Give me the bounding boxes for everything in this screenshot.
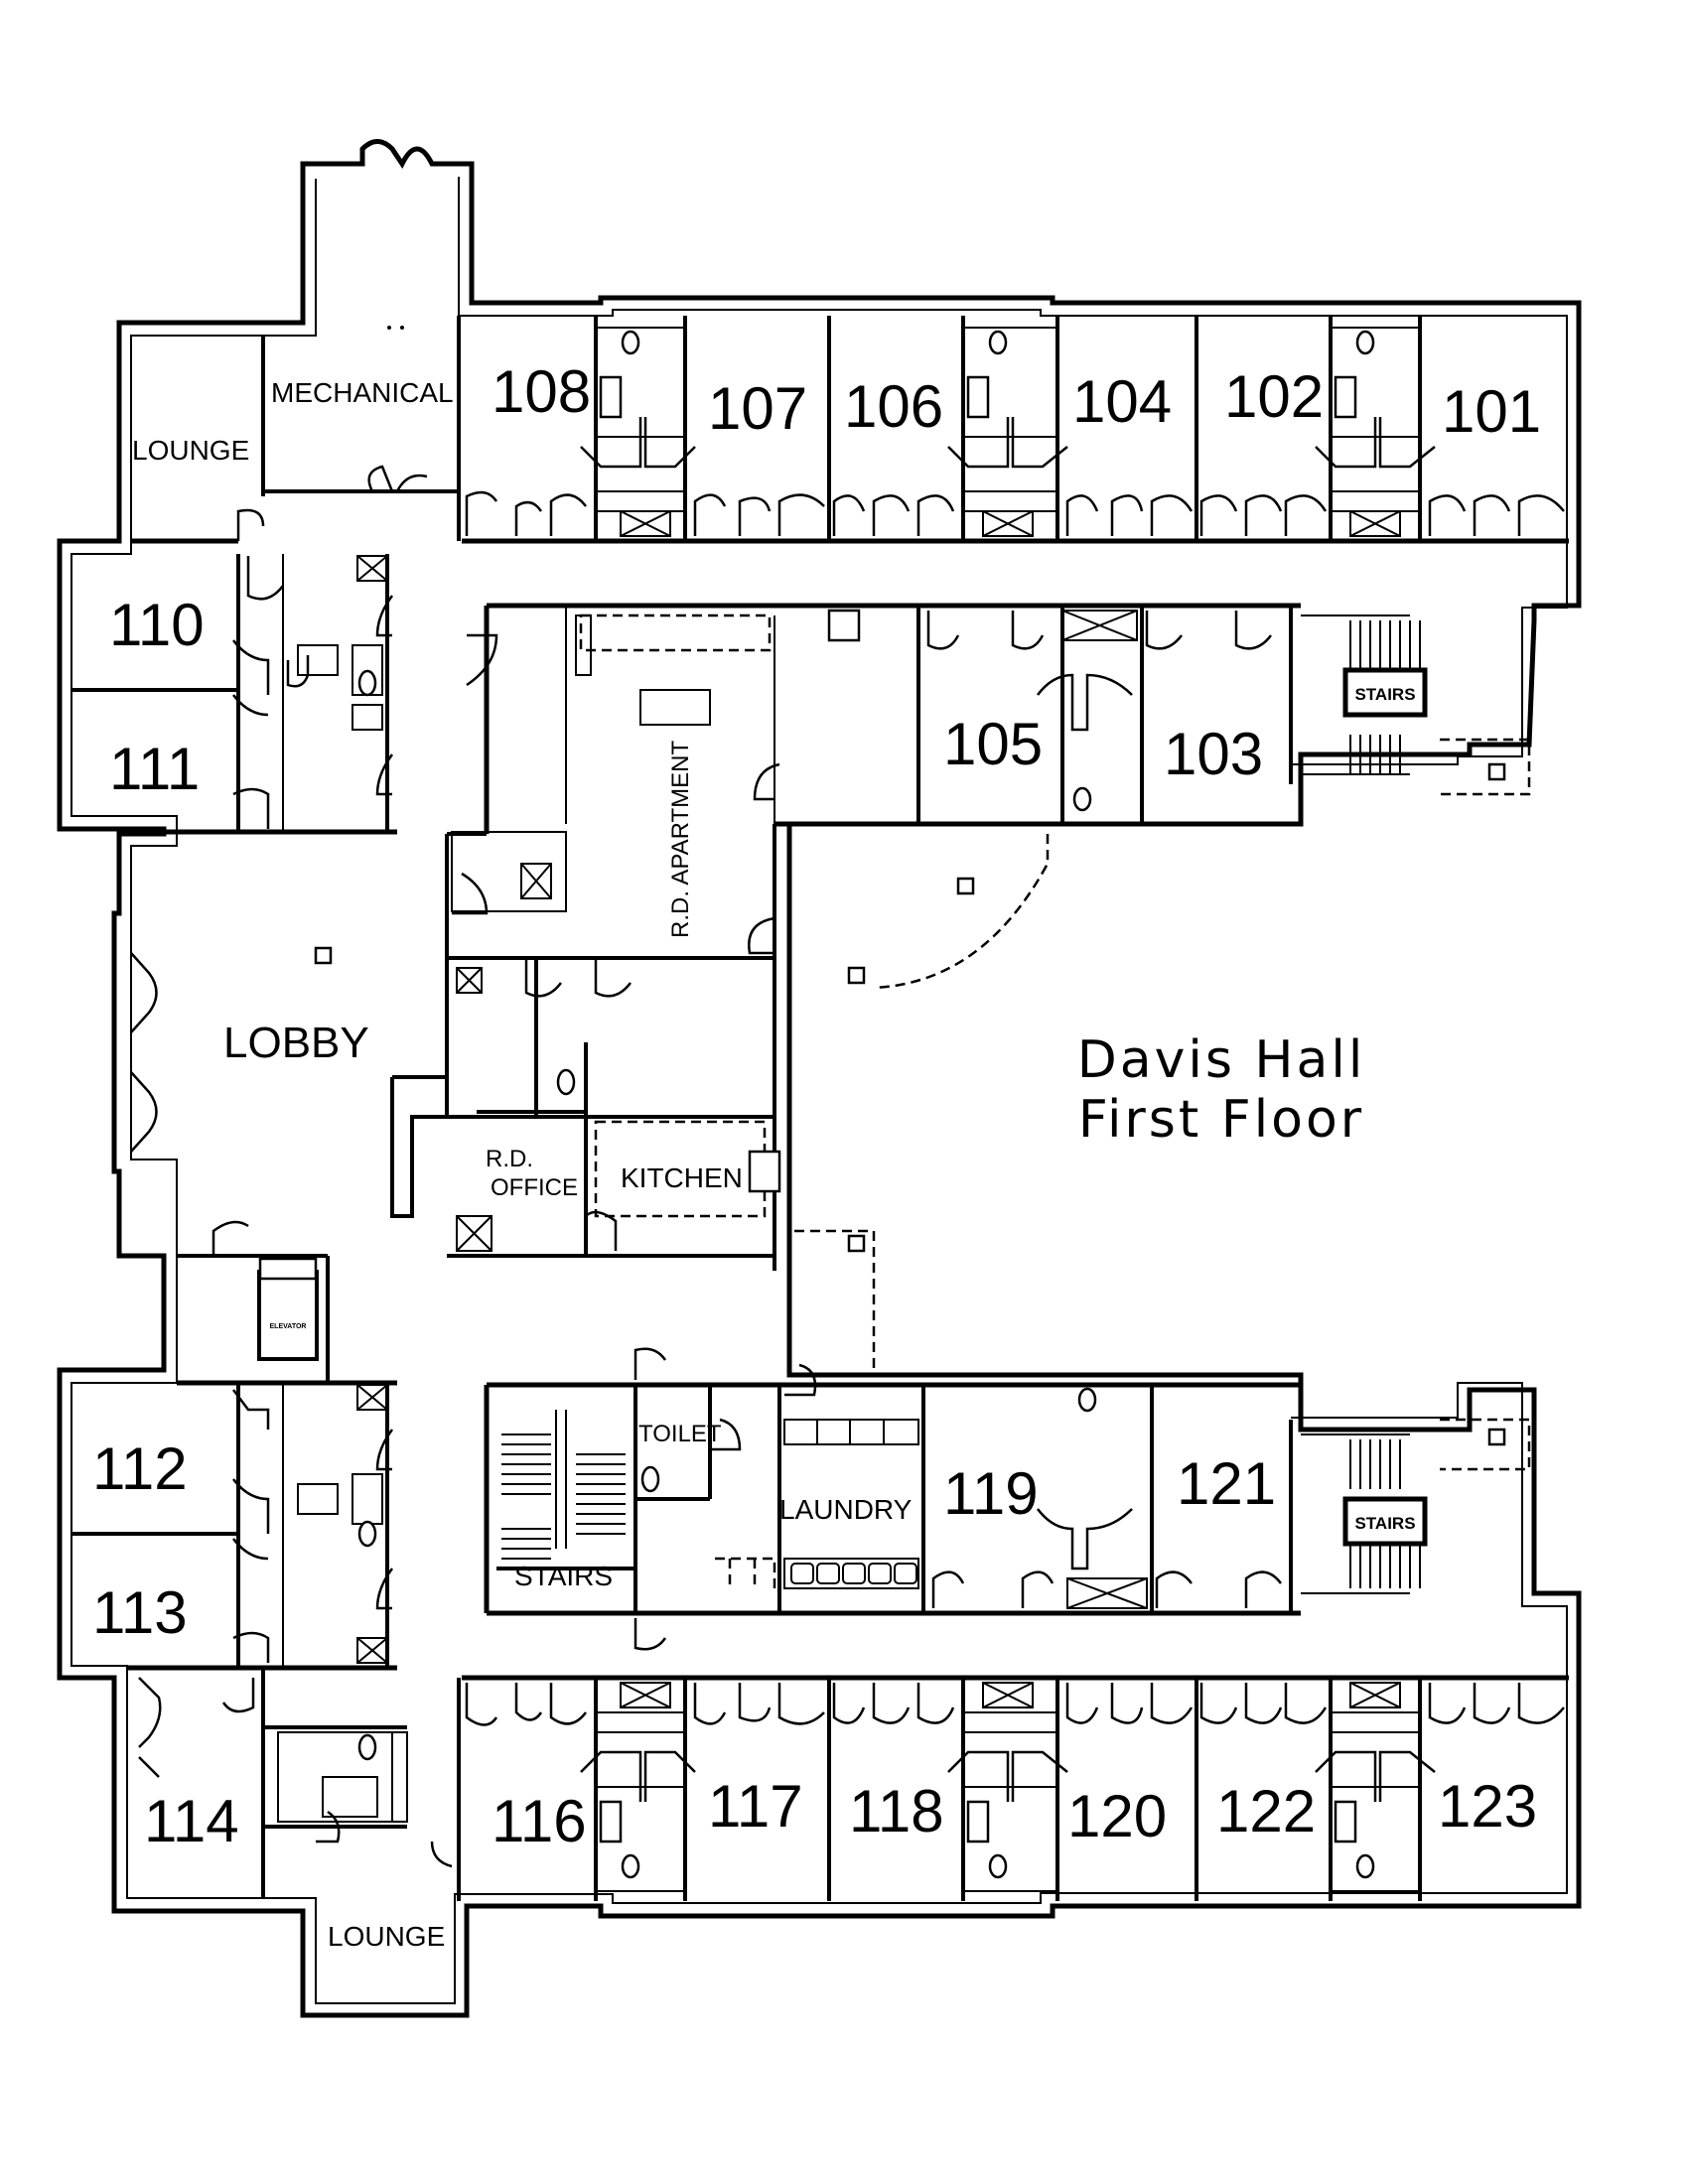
stairs-ne-box	[1342, 667, 1428, 718]
room-117: 117	[708, 1773, 803, 1840]
room-103: 103	[1164, 721, 1263, 787]
stairs-se-box	[1342, 1496, 1428, 1547]
south-core	[484, 1347, 1531, 1651]
room-122: 122	[1216, 1778, 1316, 1844]
title-line-2: First Floor	[1078, 1090, 1364, 1150]
stairs-ne-treads	[1301, 614, 1531, 796]
room-105: 105	[943, 711, 1043, 777]
stairs-ne-label: STAIRS	[1354, 685, 1415, 704]
room-120: 120	[1067, 1783, 1167, 1849]
room-110: 110	[109, 592, 205, 658]
room-111: 111	[109, 736, 200, 802]
south-wing	[457, 1675, 1569, 1901]
room-106: 106	[844, 373, 943, 440]
nw-service	[131, 316, 461, 544]
west-rooms-lower	[71, 1383, 453, 1898]
stairs-se-label: STAIRS	[1354, 1514, 1415, 1533]
west-rooms-upper	[71, 554, 397, 835]
title-line-1: Davis Hall	[1077, 1030, 1366, 1090]
plan-title: Davis Hall First Floor	[1077, 1030, 1366, 1150]
room-107: 107	[708, 375, 807, 442]
rd-office-label-1: R.D.	[486, 1146, 533, 1172]
stairs-main-label: STAIRS	[514, 1561, 613, 1591]
lobby-label: LOBBY	[223, 1019, 369, 1067]
elevator-label: ELEVATOR	[270, 1323, 307, 1330]
rd-apartment-label: R.D. APARTMENT	[667, 741, 694, 938]
laundry-label: LAUNDRY	[779, 1494, 913, 1525]
room-104: 104	[1072, 368, 1172, 435]
room-101: 101	[1442, 378, 1541, 445]
room-119: 119	[943, 1460, 1039, 1527]
room-123: 123	[1438, 1773, 1537, 1840]
mechanical-label: MECHANICAL	[271, 377, 454, 408]
room-116: 116	[492, 1788, 587, 1854]
elevator-core	[177, 1220, 397, 1386]
room-102: 102	[1224, 363, 1324, 430]
lounge-bottom-label: LOUNGE	[328, 1921, 445, 1952]
room-112: 112	[92, 1435, 188, 1502]
north-wing	[457, 316, 1569, 544]
central-core	[130, 606, 1050, 1375]
rd-office-label-2: OFFICE	[491, 1174, 578, 1201]
space-labels: LOUNGE MECHANICAL LOBBY R.D. APARTMENT R…	[132, 377, 1416, 1952]
room-118: 118	[849, 1778, 944, 1844]
toilet-label: TOILET	[638, 1421, 722, 1447]
room-121: 121	[1177, 1450, 1276, 1517]
lounge-top-label: LOUNGE	[132, 435, 249, 466]
room-108: 108	[492, 358, 591, 425]
room-113: 113	[92, 1579, 188, 1646]
kitchen-label: KITCHEN	[621, 1162, 743, 1193]
room-numbers: 108 107 106 104 102 101 105 103 110 111 …	[92, 358, 1541, 1854]
room-114: 114	[144, 1788, 239, 1854]
